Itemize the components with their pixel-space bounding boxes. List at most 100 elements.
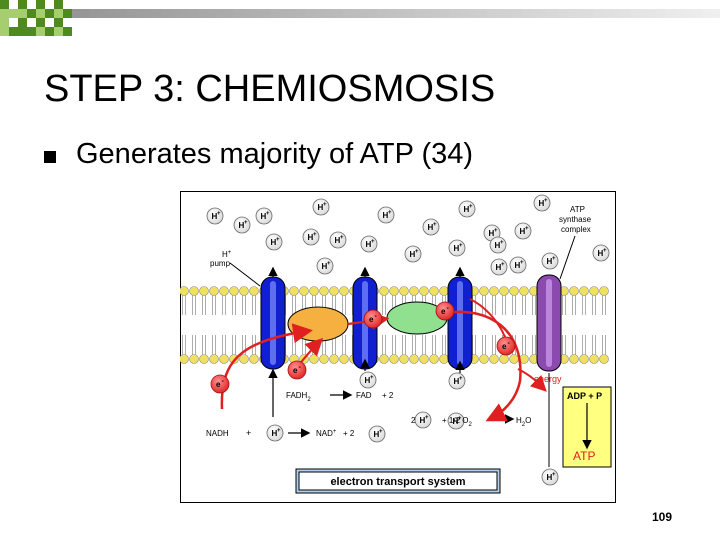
svg-text:+: + bbox=[327, 261, 331, 267]
proton-h-icon: H+ bbox=[533, 194, 551, 212]
bullet-square-icon bbox=[44, 151, 56, 163]
slide-title: STEP 3: CHEMIOSMOSIS bbox=[44, 68, 496, 110]
svg-text:-: - bbox=[508, 340, 511, 347]
fad-label: FAD bbox=[356, 391, 372, 400]
atp-label: ATP bbox=[573, 449, 595, 463]
svg-text:+: + bbox=[603, 248, 607, 254]
svg-text:H: H bbox=[410, 250, 416, 259]
svg-text:H: H bbox=[308, 233, 314, 242]
proton-h-icon: H+ bbox=[266, 424, 284, 442]
svg-text:+: + bbox=[388, 210, 392, 216]
electron-icon: e- bbox=[496, 336, 516, 356]
svg-text:H: H bbox=[495, 241, 501, 250]
svg-text:e: e bbox=[293, 366, 298, 375]
proton-h-icon: H+ bbox=[360, 235, 378, 253]
energy-label: energy bbox=[534, 374, 562, 384]
svg-text:+: + bbox=[323, 202, 327, 208]
nad-label: NAD+ bbox=[316, 429, 337, 438]
svg-text:H: H bbox=[261, 212, 267, 221]
pump-pointer bbox=[229, 262, 261, 287]
electron-icon: e- bbox=[287, 360, 307, 380]
proton-h-icon: H+ bbox=[448, 239, 466, 257]
svg-text:+: + bbox=[500, 240, 504, 246]
svg-text:+: + bbox=[425, 415, 429, 421]
svg-text:e: e bbox=[502, 342, 507, 351]
proton-h-icon: H+ bbox=[255, 207, 273, 225]
svg-text:H: H bbox=[365, 376, 371, 385]
proton-h-icon: H+ bbox=[541, 252, 559, 270]
svg-text:H: H bbox=[454, 244, 460, 253]
proton-h-icon: H+ bbox=[302, 228, 320, 246]
svg-text:e: e bbox=[369, 315, 374, 324]
h2o-label: H2O bbox=[516, 416, 531, 428]
svg-text:H: H bbox=[366, 240, 372, 249]
proton-h-icon: H+ bbox=[233, 216, 251, 234]
svg-text:H: H bbox=[496, 263, 502, 272]
svg-text:H: H bbox=[318, 203, 324, 212]
svg-text:+: + bbox=[458, 416, 462, 422]
svg-text:e: e bbox=[441, 307, 446, 316]
proton-h-icon: H+ bbox=[329, 231, 347, 249]
proton-h-icon: H+ bbox=[447, 412, 465, 430]
svg-text:H: H bbox=[539, 199, 545, 208]
proton-h-icon: H+ bbox=[316, 257, 334, 275]
svg-text:+: + bbox=[501, 262, 505, 268]
svg-text:+: + bbox=[459, 243, 463, 249]
svg-text:H: H bbox=[374, 430, 380, 439]
carrier-orange bbox=[287, 306, 349, 342]
svg-text:+: + bbox=[379, 429, 383, 435]
svg-text:H: H bbox=[464, 205, 470, 214]
synthase-label-3: complex bbox=[561, 225, 591, 234]
svg-text:+: + bbox=[544, 198, 548, 204]
svg-text:-: - bbox=[447, 305, 450, 312]
svg-text:H: H bbox=[489, 229, 495, 238]
proton-h-icon: H+ bbox=[489, 236, 507, 254]
fadh-label: FADH2 bbox=[286, 391, 311, 403]
svg-text:+: + bbox=[313, 232, 317, 238]
svg-text:H: H bbox=[272, 429, 278, 438]
svg-text:+: + bbox=[552, 472, 556, 478]
svg-text:e: e bbox=[216, 380, 221, 389]
electron-icon: e- bbox=[363, 309, 383, 329]
svg-text:+: + bbox=[469, 204, 473, 210]
synthase-label-2: synthase bbox=[559, 215, 592, 224]
svg-text:H: H bbox=[212, 212, 218, 221]
electron-icon: e- bbox=[435, 301, 455, 321]
svg-text:+: + bbox=[277, 428, 281, 434]
svg-text:H: H bbox=[520, 227, 526, 236]
svg-text:+: + bbox=[217, 211, 221, 217]
svg-text:H: H bbox=[547, 473, 553, 482]
svg-text:+: + bbox=[415, 249, 419, 255]
svg-text:+: + bbox=[266, 211, 270, 217]
nad-plus-2: + 2 bbox=[343, 429, 355, 438]
synthase-label-1: ATP bbox=[570, 205, 585, 214]
svg-text:H: H bbox=[547, 257, 553, 266]
svg-text:H: H bbox=[271, 238, 277, 247]
svg-text:H: H bbox=[454, 377, 460, 386]
adp-p-label: ADP + P bbox=[567, 391, 602, 401]
proton-h-icon: H+ bbox=[377, 206, 395, 224]
svg-text:H: H bbox=[239, 221, 245, 230]
proton-h-icon: H+ bbox=[368, 425, 386, 443]
proton-h-icon: H+ bbox=[448, 372, 466, 390]
pump-label-h: H+ bbox=[222, 250, 232, 259]
svg-text:+: + bbox=[520, 260, 524, 266]
bullet-text: Generates majority of ATP (34) bbox=[76, 138, 474, 170]
svg-text:+: + bbox=[276, 237, 280, 243]
svg-text:H: H bbox=[420, 416, 426, 425]
svg-text:+: + bbox=[525, 226, 529, 232]
proton-h-icon: H+ bbox=[422, 218, 440, 236]
proton-h-icon: H+ bbox=[265, 233, 283, 251]
svg-text:H: H bbox=[453, 417, 459, 426]
svg-text:H: H bbox=[335, 236, 341, 245]
svg-text:-: - bbox=[222, 378, 225, 385]
nadh-plus: + bbox=[246, 428, 251, 438]
proton-h-icon: H+ bbox=[414, 411, 432, 429]
proton-h-icon: H+ bbox=[404, 245, 422, 263]
svg-text:H: H bbox=[322, 262, 328, 271]
pump-complex-1 bbox=[260, 276, 286, 370]
proton-h-icon: H+ bbox=[490, 258, 508, 276]
svg-text:H: H bbox=[428, 223, 434, 232]
fad-plus-2: + 2 bbox=[382, 391, 394, 400]
ets-label: electron transport system bbox=[330, 476, 465, 488]
